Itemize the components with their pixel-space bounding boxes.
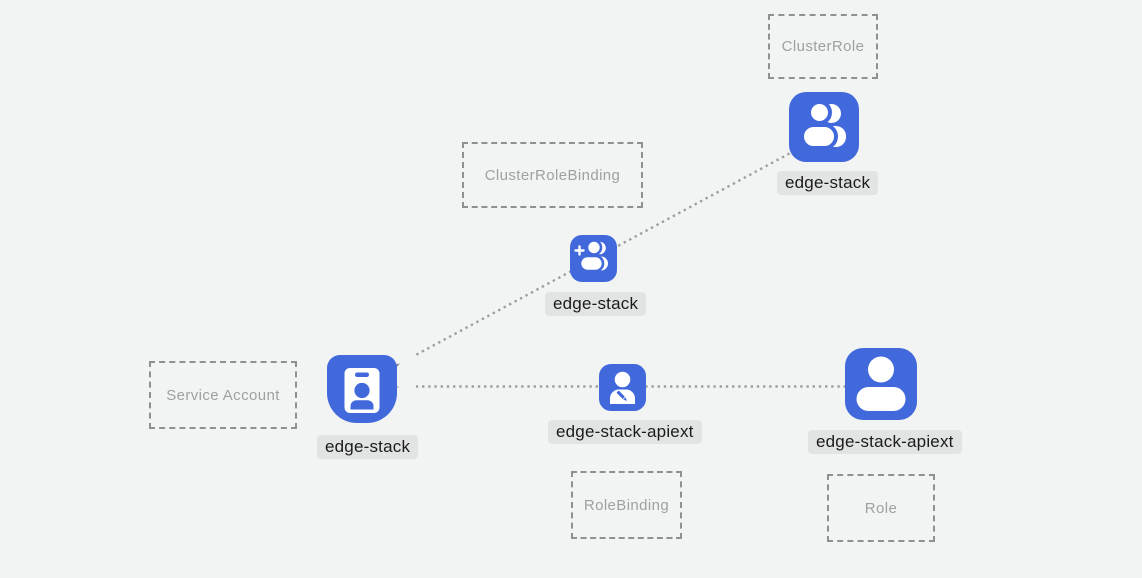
- kind-box-label: Service Account: [166, 386, 280, 404]
- users-icon: [800, 100, 846, 150]
- kind-box-label: RoleBinding: [583, 496, 670, 514]
- kind-box-clusterrolebinding: ClusterRoleBinding: [462, 142, 643, 208]
- user-icon: [856, 356, 906, 411]
- kind-box-clusterrole: ClusterRole: [768, 14, 878, 79]
- node-label-role-binding: edge-stack-apiext: [548, 420, 702, 444]
- cluster-role-node[interactable]: [789, 92, 859, 162]
- role-binding-node[interactable]: [599, 364, 646, 411]
- kind-box-label: Role: [864, 499, 898, 517]
- service-account-node[interactable]: [327, 355, 397, 423]
- id-badge-icon: [344, 368, 380, 413]
- kind-box-serviceaccount: Service Account: [149, 361, 297, 429]
- node-label-role: edge-stack-apiext: [808, 430, 962, 454]
- kind-box-label: ClusterRoleBinding: [484, 166, 621, 184]
- cluster-role-binding-node[interactable]: [570, 235, 617, 282]
- kind-box-rolebinding: RoleBinding: [571, 471, 682, 539]
- node-label-cluster-role: edge-stack: [777, 171, 879, 195]
- user-edit-icon: [610, 371, 635, 404]
- role-node[interactable]: [845, 348, 917, 420]
- kind-box-label: ClusterRole: [781, 38, 865, 55]
- user-plus-icon: [574, 239, 608, 273]
- kind-box-role: Role: [827, 474, 935, 542]
- node-label-service-account: edge-stack: [317, 435, 419, 459]
- node-label-cluster-role-binding: edge-stack: [545, 292, 647, 316]
